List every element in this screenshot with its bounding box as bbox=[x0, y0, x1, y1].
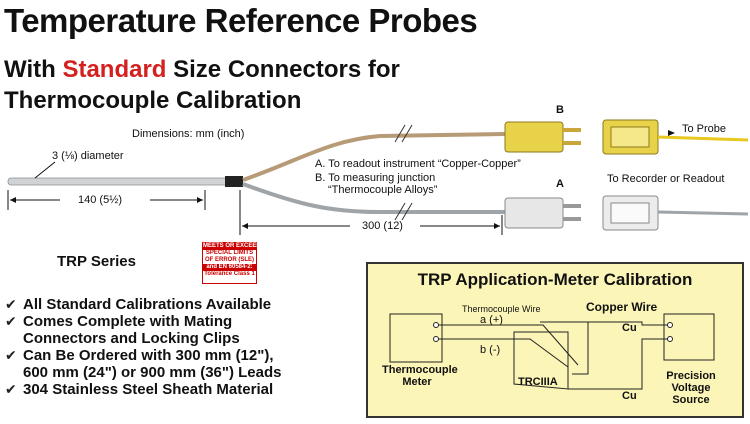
sheath-length: 140 (5½) bbox=[78, 194, 123, 206]
list-item-continuation: Connectors and Locking Clips bbox=[23, 330, 240, 347]
connector-face bbox=[610, 202, 650, 224]
list-item-continuation: 600 mm (24") or 900 mm (36") Leads bbox=[23, 364, 282, 381]
to-probe-label: To Probe bbox=[682, 123, 727, 135]
check-icon: ✔ bbox=[5, 347, 17, 363]
subtitle-prefix: With bbox=[4, 56, 63, 83]
dimensions-note: Dimensions: mm (inch) bbox=[132, 128, 245, 140]
probe-wire bbox=[657, 135, 749, 142]
break-mark bbox=[401, 202, 413, 221]
a-plus-label: a (+) bbox=[480, 314, 503, 326]
break-mark bbox=[394, 124, 406, 143]
calibration-schematic bbox=[389, 313, 715, 390]
source-box bbox=[663, 313, 715, 361]
pin bbox=[563, 128, 581, 132]
lead-b bbox=[242, 132, 506, 182]
note-b-line2: “Thermocouple Alloys” bbox=[328, 184, 438, 196]
note-b-line1: B. To measuring junction bbox=[315, 172, 436, 184]
lead-a bbox=[242, 182, 505, 214]
connector-b-male bbox=[504, 121, 564, 153]
sle-badge: MEETS OR EXCEEDS SPECIAL LIMITS OF ERROR… bbox=[202, 242, 265, 284]
badge-line5: Tolerance Class 1 bbox=[204, 271, 255, 277]
probe-transition bbox=[225, 176, 243, 187]
check-icon: ✔ bbox=[5, 313, 17, 329]
break-mark bbox=[394, 202, 406, 221]
pin bbox=[563, 217, 581, 221]
series-label: TRP Series bbox=[57, 253, 136, 270]
meter-label: Thermocouple Meter bbox=[382, 364, 458, 388]
leader-line bbox=[34, 161, 56, 179]
diameter-label: 3 (⅛) diameter bbox=[52, 150, 124, 162]
connector-a-label: A bbox=[556, 178, 564, 190]
page-title: Temperature Reference Probes bbox=[4, 2, 478, 39]
list-item: ✔All Standard Calibrations Available bbox=[5, 296, 272, 313]
connector-b-label: B bbox=[556, 104, 564, 116]
connector-a-male bbox=[504, 197, 564, 229]
connector-face bbox=[610, 126, 650, 148]
check-icon: ✔ bbox=[5, 381, 17, 397]
trc-outline bbox=[513, 331, 569, 390]
to-recorder-label: To Recorder or Readout bbox=[607, 173, 725, 185]
cu-top-label: Cu bbox=[622, 322, 637, 334]
badge-line4: and EN 60584-2: bbox=[203, 264, 256, 271]
badge-line1: MEETS OR EXCEEDS bbox=[203, 243, 265, 250]
check-icon: ✔ bbox=[5, 296, 17, 312]
list-item: ✔304 Stainless Steel Sheath Material bbox=[5, 381, 274, 398]
calibration-panel: TRP Application-Meter Calibration Thermo… bbox=[366, 262, 744, 418]
page-subtitle: With Standard Size Connectors for bbox=[4, 56, 400, 84]
recorder-wire bbox=[657, 210, 749, 216]
note-a: A. To readout instrument “Copper-Copper” bbox=[315, 158, 521, 170]
pin bbox=[563, 141, 581, 145]
lead-length: 300 (12) bbox=[362, 220, 403, 232]
badge-line3: OF ERROR (SLE) bbox=[205, 257, 254, 263]
pin bbox=[563, 204, 581, 208]
probe-sheath bbox=[7, 177, 239, 186]
copper-wire-label: Copper Wire bbox=[586, 300, 658, 314]
badge-line2: SPECIAL LIMITS bbox=[205, 250, 254, 256]
thermocouple-wire-label: Thermocouple Wire bbox=[462, 304, 541, 314]
subtitle-highlight: Standard bbox=[62, 56, 167, 83]
cu-bottom-label: Cu bbox=[622, 390, 637, 402]
b-minus-label: b (-) bbox=[480, 344, 501, 356]
source-label: Precision Voltage Source bbox=[666, 370, 716, 406]
break-mark bbox=[401, 124, 413, 143]
list-item: ✔Can Be Ordered with 300 mm (12"), bbox=[5, 347, 274, 364]
trc-label: TRCIIIA bbox=[518, 376, 558, 388]
calibration-title: TRP Application-Meter Calibration bbox=[417, 270, 693, 289]
list-item: ✔Comes Complete with Mating bbox=[5, 313, 233, 330]
subtitle-suffix: Size Connectors for bbox=[166, 56, 400, 83]
page-subtitle-line2: Thermocouple Calibration bbox=[4, 87, 302, 114]
feature-list: ✔All Standard Calibrations Available ✔Co… bbox=[5, 296, 282, 398]
